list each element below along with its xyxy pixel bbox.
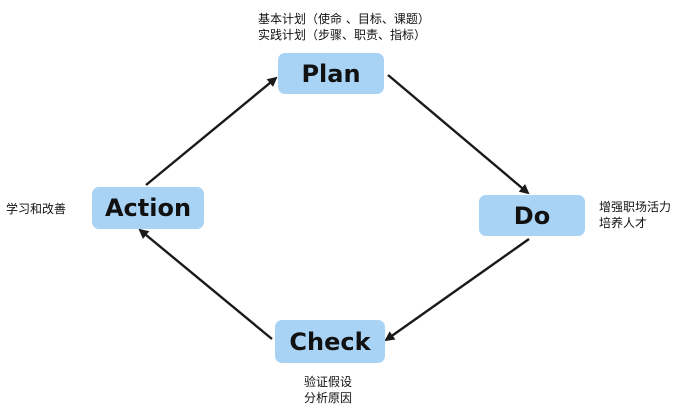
do-note-line: 增强职场活力 xyxy=(599,200,672,214)
do-node: Do xyxy=(479,195,585,236)
plan-note: 基本计划（使命 、目标、课题） 实践计划（步骤、职责、指标） xyxy=(258,11,430,43)
action-note-line: 学习和改善 xyxy=(6,202,67,216)
plan-note-line: 实践计划（步骤、职责、指标） xyxy=(258,28,427,42)
check-node: Check xyxy=(275,320,385,363)
plan-note-line: 基本计划（使命 、目标、课题） xyxy=(258,12,430,26)
action-node: Action xyxy=(92,187,204,229)
do-note-line: 培养人才 xyxy=(599,216,648,230)
plan-node: Plan xyxy=(278,53,384,94)
do-note: 增强职场活力 培养人才 xyxy=(599,199,671,231)
check-note-line: 分析原因 xyxy=(304,391,353,405)
check-note-line: 验证假设 xyxy=(304,375,353,389)
arrow-check-to-action xyxy=(138,228,273,340)
action-note: 学习和改善 xyxy=(6,201,66,217)
arrow-action-to-plan xyxy=(145,76,278,186)
check-note: 验证假设 分析原因 xyxy=(304,374,352,406)
arrow-plan-to-do xyxy=(387,74,530,195)
arrow-do-to-check xyxy=(384,238,530,342)
